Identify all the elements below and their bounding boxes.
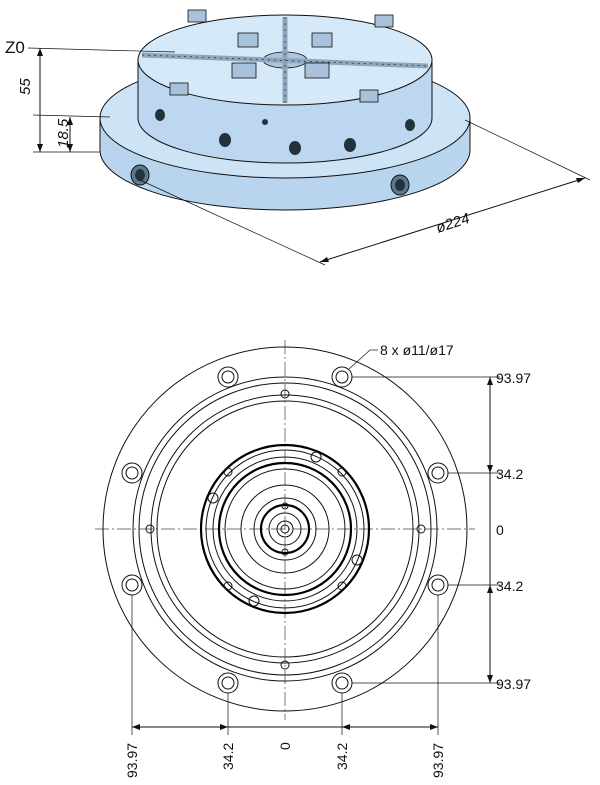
inner-body-circle — [199, 443, 371, 615]
bottom-dim-zero: 0 — [277, 742, 293, 750]
bottom-dim-left: 93.97 — [124, 743, 140, 778]
hole-callout: 8 x ø11/ø17 — [348, 342, 454, 370]
right-dim-lower: 34.2 — [496, 578, 523, 594]
right-dim-bottom: 93.97 — [496, 676, 531, 692]
isometric-view: Z0 55 18.5 ø224 — [5, 9, 591, 266]
bottom-dim-right: 93.97 — [430, 743, 446, 778]
height-total-label: 55 — [17, 78, 34, 95]
bottom-dimensions: 93.97 34.2 0 34.2 93.97 — [124, 595, 446, 778]
bottom-dim-inner-right: 34.2 — [334, 743, 350, 770]
mounting-holes — [121, 366, 449, 694]
jaws — [169, 9, 394, 103]
hole-callout-label: 8 x ø11/ø17 — [380, 342, 454, 358]
plan-view: 8 x ø11/ø17 93.97 34.2 0 34.2 93.97 93.9… — [95, 340, 531, 778]
bottom-dim-inner-left: 34.2 — [220, 743, 236, 770]
right-dim-upper: 34.2 — [496, 466, 523, 482]
z0-label: Z0 — [5, 38, 25, 57]
chuck-body — [137, 14, 433, 164]
right-dimensions: 93.97 34.2 0 34.2 93.97 — [352, 370, 531, 692]
right-dim-top: 93.97 — [496, 370, 531, 386]
z0-reference: Z0 55 18.5 — [5, 38, 176, 153]
diameter-label: ø224 — [434, 210, 472, 237]
small-holes — [145, 389, 426, 670]
right-dim-zero: 0 — [496, 522, 504, 538]
outer-flange-circle — [102, 346, 468, 712]
height-flange-label: 18.5 — [55, 118, 72, 148]
